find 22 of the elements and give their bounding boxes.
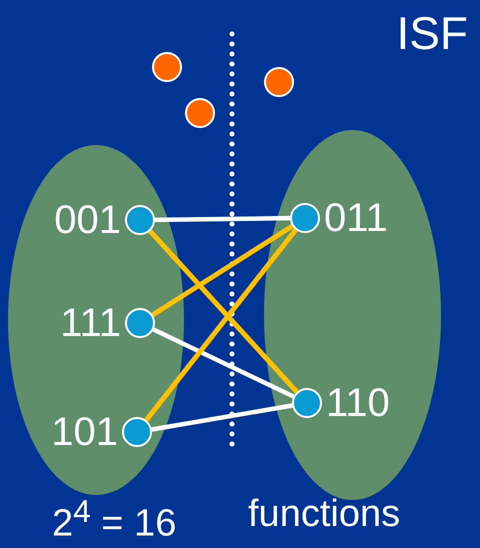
node-label: 111 (60, 303, 121, 343)
title: ISF (396, 10, 468, 56)
point-circle (125, 205, 155, 235)
connector-line (152, 327, 294, 399)
node-label: 011 (324, 198, 388, 238)
node-label: 101 (51, 412, 118, 452)
connector-line (148, 229, 299, 394)
formula-label: functions (248, 494, 400, 536)
node-label: 110 (326, 383, 390, 423)
point-circle (292, 388, 322, 418)
connector-line (151, 224, 294, 318)
connector-line (154, 216, 290, 222)
formula-label: 2$^{4}$ = 16 (52, 494, 176, 546)
point-circle (125, 308, 155, 338)
point-circle (122, 417, 152, 447)
connector-line (144, 228, 298, 422)
point-circle (290, 203, 320, 233)
point-circle (152, 52, 182, 82)
point-circle (264, 67, 294, 97)
node-label: 001 (54, 200, 121, 240)
point-circle (185, 98, 215, 128)
connector-line (151, 403, 293, 432)
